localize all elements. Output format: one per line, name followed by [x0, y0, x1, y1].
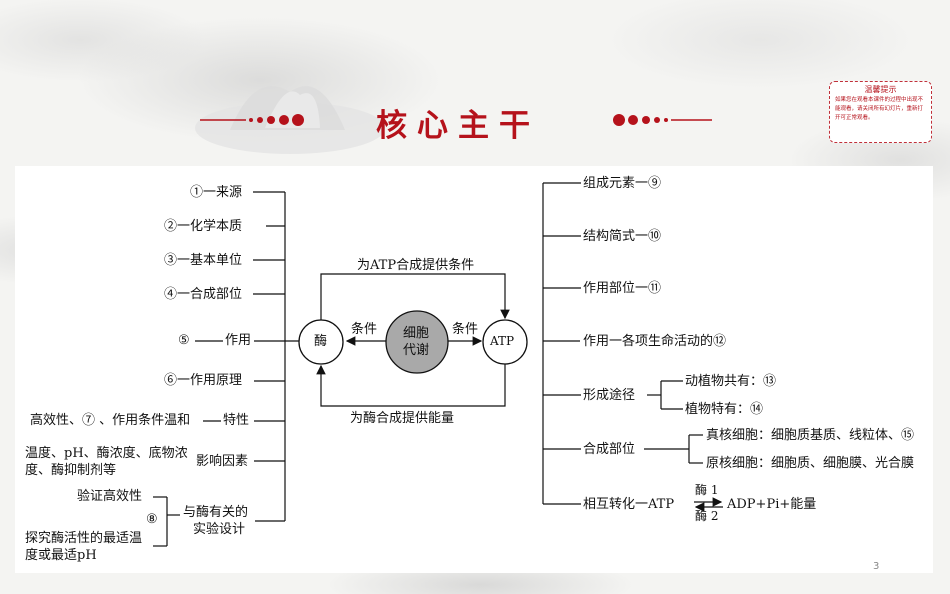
dash-line — [203, 420, 221, 422]
enzyme-unit: ③一基本单位 — [164, 253, 243, 268]
dash-line — [195, 340, 223, 342]
pathway-both: 动植物共有：⑬ — [685, 374, 777, 389]
atp-synthesis-site: 合成部位 — [583, 442, 636, 457]
enzyme-principle: ⑥一作用原理 — [164, 373, 243, 388]
center-node-line2: 代谢 — [403, 343, 430, 358]
center-node-line1: 细胞 — [403, 326, 430, 341]
atp-elements: 组成元素一⑨ — [583, 176, 662, 191]
tip-body: 如果您在观看本课件的过程中出现不能观看，请关闭所有幻灯片，重新打开可正常观看。 — [835, 97, 924, 121]
arrow-label-left: 条件 — [351, 322, 378, 337]
explore-line1: 探究酶活性的最适温 — [25, 531, 143, 546]
design-line1: 与酶有关的 — [183, 505, 249, 520]
factors-label: 影响因素 — [196, 454, 249, 469]
arrow-label-bottom: 为酶合成提供能量 — [350, 411, 455, 426]
tip-title: 温馨提示 — [864, 85, 897, 94]
experiment-number: ⑧ — [146, 512, 158, 527]
conversion-enzyme2: 酶 2 — [695, 509, 719, 523]
enzyme-essence: ②一化学本质 — [164, 219, 243, 234]
factors-line1: 温度、pH、酶浓度、底物浓 — [25, 446, 188, 461]
conversion-enzyme1: 酶 1 — [695, 483, 719, 497]
design-line2: 实验设计 — [193, 522, 246, 537]
enzyme-source: ①一来源 — [190, 185, 243, 200]
enzyme-function-number: ⑤ — [178, 333, 190, 348]
atp-pathway: 形成途径 — [583, 388, 636, 403]
title-banner: 核心主干 — [0, 0, 950, 165]
arrow-label-top: 为ATP合成提供条件 — [357, 258, 475, 273]
enzyme-traits-label: 特性 — [223, 413, 250, 428]
enzyme-site: ④一合成部位 — [164, 287, 243, 302]
enzyme-node-label: 酶 — [314, 334, 328, 349]
arrow-label-right: 条件 — [452, 322, 479, 337]
explore-line2: 度或最适pH — [25, 548, 97, 563]
atp-structure: 结构简式一⑩ — [583, 229, 662, 244]
experiment-verify: 验证高效性 — [77, 489, 143, 504]
atp-node-label: ATP — [490, 334, 515, 348]
site-prokaryote: 原核细胞：细胞质、细胞膜、光合膜 — [706, 456, 915, 471]
concept-map-lines — [153, 182, 723, 547]
pathway-plant: 植物特有：⑭ — [685, 402, 764, 417]
page-title: 核心主干 — [376, 108, 540, 144]
lotus-decoration — [195, 86, 712, 154]
factors-line2: 度、酶抑制剂等 — [25, 463, 117, 478]
atp-conversion: 相互转化一ATP — [583, 497, 675, 512]
atp-function: 作用一各项生命活动的⑫ — [583, 334, 727, 349]
atp-site: 作用部位一⑪ — [583, 281, 662, 296]
conversion-products: ADP+Pi+能量 — [727, 497, 817, 512]
page-number: 3 — [873, 561, 880, 572]
enzyme-traits: 高效性、⑦ 、作用条件温和 — [30, 413, 191, 428]
site-eukaryote: 真核细胞：细胞质基质、线粒体、⑮ — [706, 428, 915, 443]
enzyme-function-label: 作用 — [225, 333, 252, 348]
tip-box: 温馨提示 如果您在观看本课件的过程中出现不能观看，请关闭所有幻灯片，重新打开可正… — [829, 81, 932, 143]
concept-map-panel: 酶 细胞 代谢 ATP 为ATP合成提供条件 为酶合成提供能量 条件 条件 ①一… — [15, 166, 933, 573]
